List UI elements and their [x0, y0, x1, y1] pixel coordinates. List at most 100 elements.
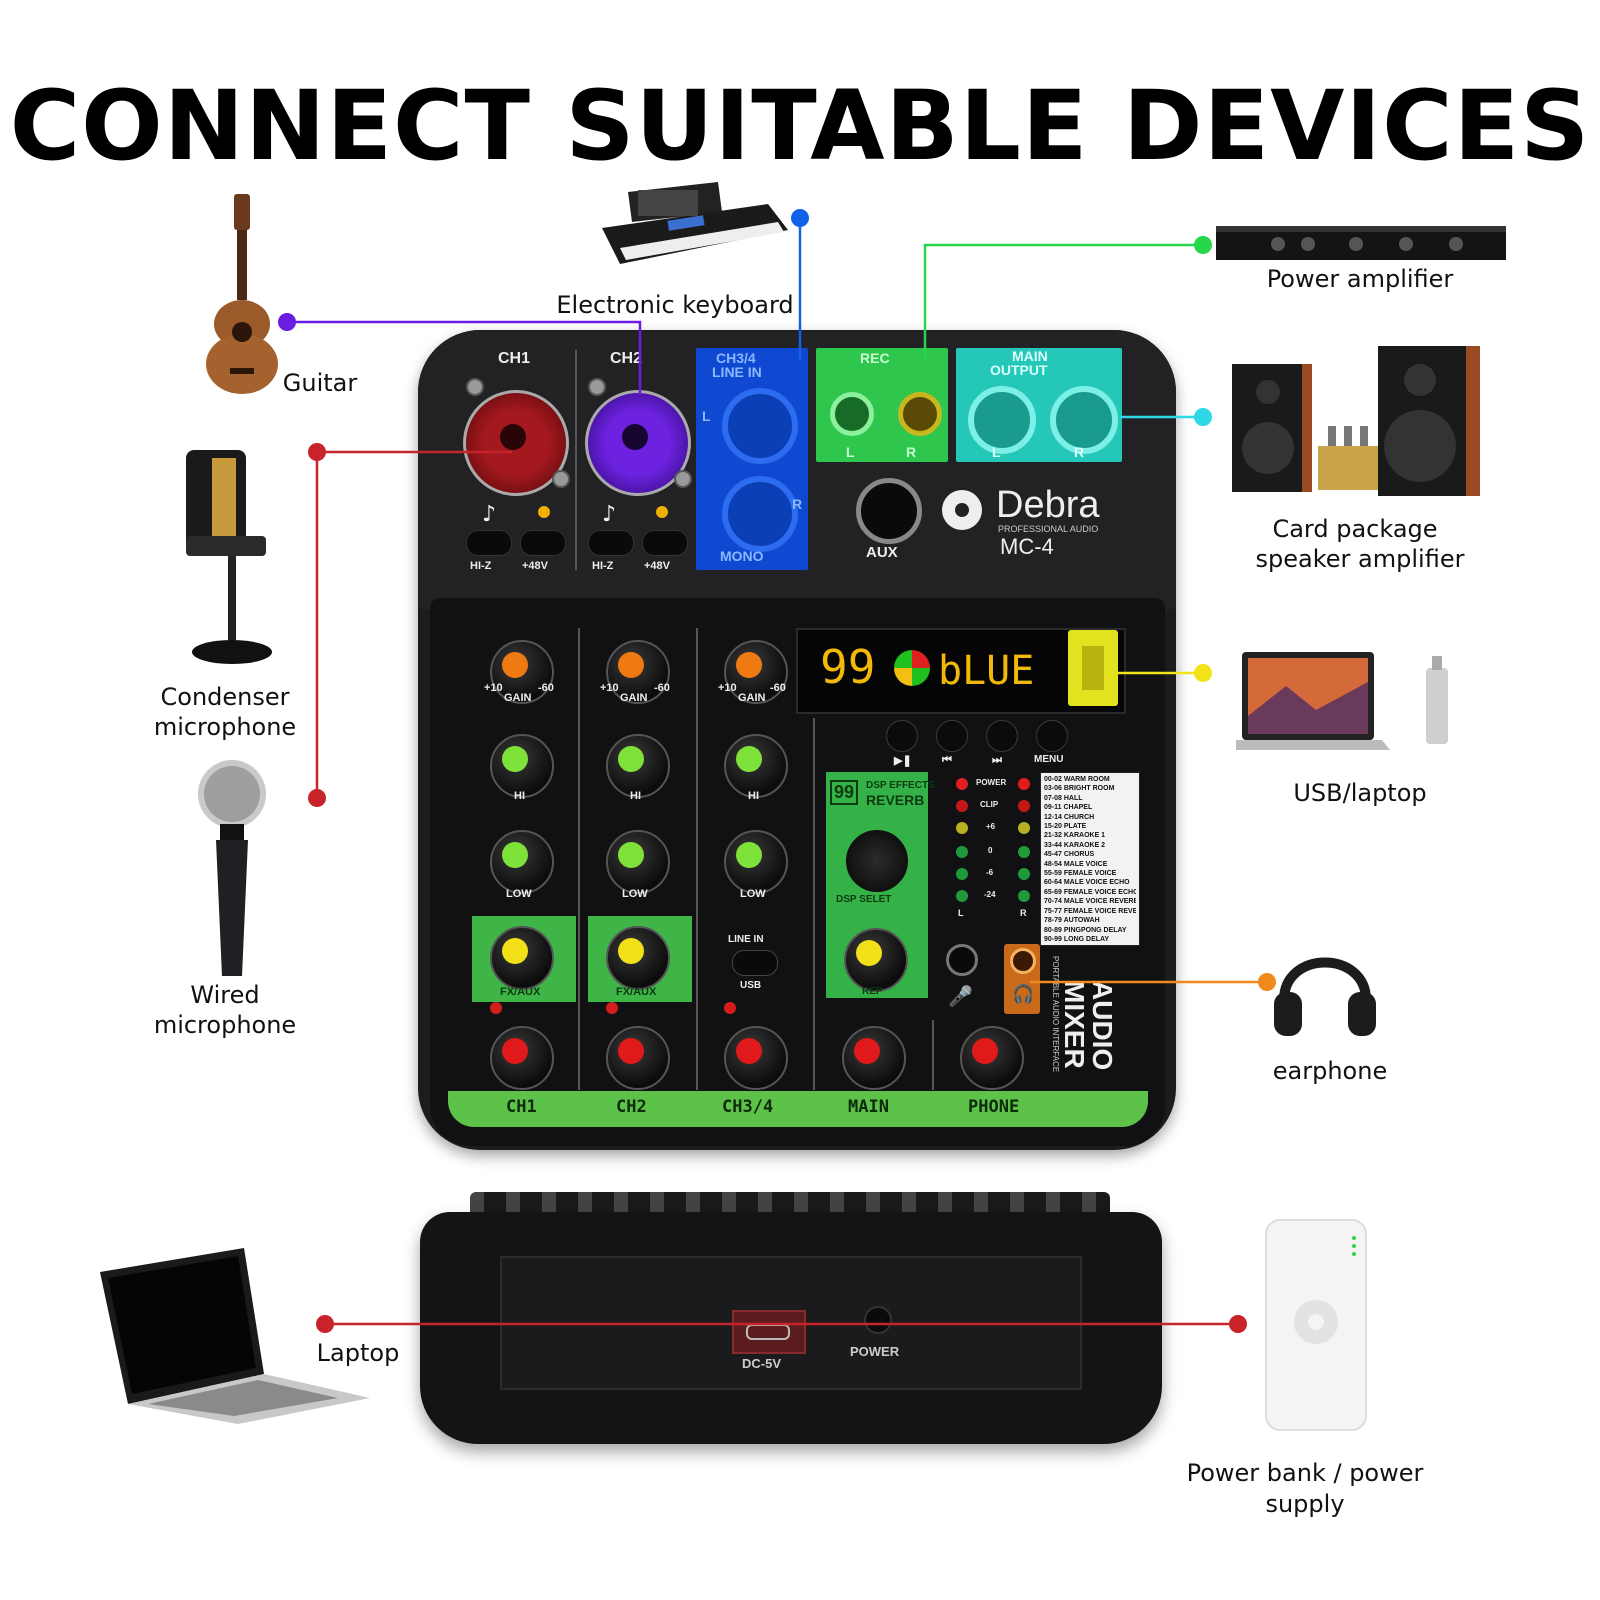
speaker-label-1: Card package	[1272, 515, 1438, 543]
earphone-dot	[1258, 973, 1276, 991]
rec-right-rca-jack[interactable]	[898, 392, 942, 436]
meter-led	[956, 868, 968, 880]
hiz-button[interactable]	[588, 530, 634, 556]
effect-list-item: 60-64 MALE VOICE ECHO	[1044, 879, 1130, 887]
knob-cap	[856, 940, 882, 966]
phantom-48v-button[interactable]	[642, 530, 688, 556]
meter-led	[956, 890, 968, 902]
power-led	[956, 778, 968, 790]
meter-led	[1018, 846, 1030, 858]
gain-label: GAIN	[620, 692, 648, 704]
phantom-led	[538, 506, 550, 518]
logo-center	[955, 503, 969, 517]
play-pause-button[interactable]	[886, 720, 918, 752]
divider	[575, 350, 577, 570]
brand-name: Debra	[996, 484, 1100, 526]
condenser-label-2: microphone	[153, 713, 297, 741]
usb-switch-label: USB	[740, 980, 762, 991]
effect-list-item: 00-02 WARM ROOM	[1044, 776, 1110, 783]
headphone-jack[interactable]	[1010, 948, 1036, 974]
effect-list-item: 03-06 BRIGHT ROOM	[1044, 785, 1115, 793]
low-label: LOW	[622, 888, 648, 900]
mic-jack[interactable]	[946, 944, 978, 976]
gain-label: GAIN	[504, 692, 532, 704]
ch4-line-jack[interactable]	[722, 476, 798, 552]
main-output-label-1: MAIN	[1012, 348, 1048, 364]
power-bank-label: Power bank / power supply	[1186, 1459, 1424, 1518]
page-title: CONNECT SUITABLE DEVICES	[9, 70, 1591, 182]
display-text: bLUE	[938, 648, 1035, 694]
headphones-icon: 🎧	[1012, 984, 1035, 1005]
guitar-line	[287, 320, 642, 395]
effect-list-item: 78-79 AUTOWAH	[1044, 917, 1100, 925]
earphone-label: earphone	[1272, 1057, 1388, 1085]
divider	[813, 718, 815, 1090]
menu-button[interactable]	[1036, 720, 1068, 752]
effect-list-item: 80-89 PINGPONG DELAY	[1044, 926, 1127, 934]
aux-jack[interactable]	[856, 478, 922, 544]
meter-power-label: POWER	[976, 778, 1007, 787]
jack-socket	[500, 424, 526, 450]
ch1-gain-knob[interactable]	[490, 640, 554, 704]
main-output-right-jack[interactable]	[1050, 386, 1118, 454]
ukulele-icon	[206, 194, 278, 394]
dc-5v-usb-c-port[interactable]	[732, 1310, 806, 1354]
meter-led	[1018, 822, 1030, 834]
fx-aux-label: FX/AUX	[500, 986, 541, 998]
hi-label: HI	[514, 790, 525, 802]
gain-min-label: +10	[600, 682, 619, 694]
meter-minus6-label: -6	[986, 868, 994, 877]
gain-label: GAIN	[738, 692, 766, 704]
main-output-left-jack[interactable]	[968, 386, 1036, 454]
effect-list-item: 07-08 HALL	[1044, 794, 1083, 802]
rec-label: REC	[860, 350, 890, 366]
play-pause-icon: ▶❚	[894, 755, 912, 767]
knob-cap	[502, 1038, 528, 1064]
menu-label: MENU	[1034, 754, 1064, 765]
next-button[interactable]	[986, 720, 1018, 752]
channel-label-strip	[448, 1091, 1148, 1127]
effect-list-item: 75-77 FEMALE VOICE REVERB	[1044, 907, 1136, 915]
condenser-label-1: Condenser	[160, 683, 290, 711]
knob-cap	[618, 1038, 644, 1064]
rec-right-label: R	[906, 444, 917, 460]
bluetooth-status-icon	[894, 650, 930, 686]
effect-list-item: 21-32 KARAOKE 1	[1044, 832, 1106, 840]
wired-label-1: Wired	[190, 981, 260, 1009]
guitar-label: Guitar	[282, 369, 358, 397]
mono-label: MONO	[720, 548, 764, 564]
ch1-fx-aux-knob[interactable]	[490, 926, 554, 990]
previous-button[interactable]	[936, 720, 968, 752]
knob-cap	[736, 1038, 762, 1064]
low-label: LOW	[740, 888, 766, 900]
main-out-left-label: L	[992, 444, 1001, 460]
aux-label: AUX	[866, 544, 898, 561]
dc-5v-label: DC-5V	[742, 1356, 782, 1371]
hiz-button[interactable]	[466, 530, 512, 556]
divider	[696, 628, 698, 1090]
rec-left-rca-jack[interactable]	[830, 392, 874, 436]
ch2-label: CH2	[610, 350, 643, 367]
meter-led	[1018, 868, 1030, 880]
previous-icon: ⏮	[942, 754, 952, 766]
phantom-led	[656, 506, 668, 518]
rep-label: REP	[862, 986, 883, 997]
dsp-select-encoder[interactable]	[846, 830, 908, 892]
knob-cap	[502, 652, 528, 678]
line-usb-switch[interactable]	[732, 950, 778, 976]
knob-cap	[854, 1038, 880, 1064]
screw-icon	[466, 378, 484, 396]
effect-list-item: 33-44 KARAOKE 2	[1044, 841, 1106, 849]
display-number: 99	[820, 640, 876, 694]
strip-main-label: MAIN	[848, 1097, 889, 1117]
ch3-line-jack[interactable]	[722, 388, 798, 464]
ch1-label: CH1	[498, 350, 531, 367]
gain-max-label: -60	[654, 682, 670, 694]
power-button[interactable]	[864, 1306, 892, 1334]
effect-list-item: 70-74 MALE VOICE REVERB	[1044, 898, 1136, 906]
effect-list-item: 90-99 LONG DELAY	[1044, 935, 1110, 943]
phantom-48v-button[interactable]	[520, 530, 566, 556]
power-bank-dot	[1229, 1315, 1247, 1333]
mic-dot	[308, 789, 326, 807]
